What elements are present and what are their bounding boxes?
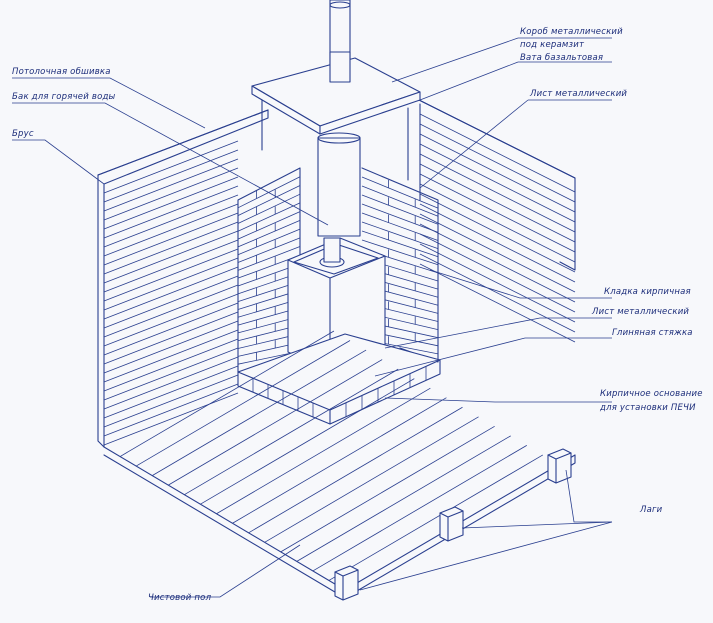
brick-base xyxy=(237,333,441,425)
left-wall xyxy=(97,109,269,448)
label-metal-sheet-mid: Лист металлический xyxy=(591,307,689,317)
brick-wall-right xyxy=(361,167,439,363)
label-brick-base-1: Кирпичное основание xyxy=(600,389,703,399)
right-wall xyxy=(414,97,576,343)
label-brick-base-2: для установки ПЕЧИ xyxy=(599,403,696,413)
label-metal-sheet-top: Лист металлический xyxy=(529,89,627,99)
label-brickwork: Кладка кирпичная xyxy=(604,287,691,297)
label-beam: Брус xyxy=(12,129,34,139)
ceiling-lining xyxy=(97,97,576,179)
label-metal-box-1: Короб металлический xyxy=(520,27,623,37)
metal-box xyxy=(251,51,421,181)
label-metal-box-2: под керамзит xyxy=(520,40,585,50)
inner-pipe xyxy=(317,132,361,237)
label-clay-screed: Глиняная стяжка xyxy=(612,328,693,338)
label-ceiling-lining: Потолочная обшивка xyxy=(12,67,111,77)
leader-lines xyxy=(12,37,613,598)
joists xyxy=(334,448,572,601)
label-hot-water-tank: Бак для горячей воды xyxy=(12,92,116,102)
labels: Потолочная обшивка Бак для горячей воды … xyxy=(12,27,703,603)
label-basalt-wool: Вата базальтовая xyxy=(520,53,603,63)
label-finish-floor: Чистовой пол xyxy=(148,593,212,603)
label-joists: Лаги xyxy=(639,505,663,515)
